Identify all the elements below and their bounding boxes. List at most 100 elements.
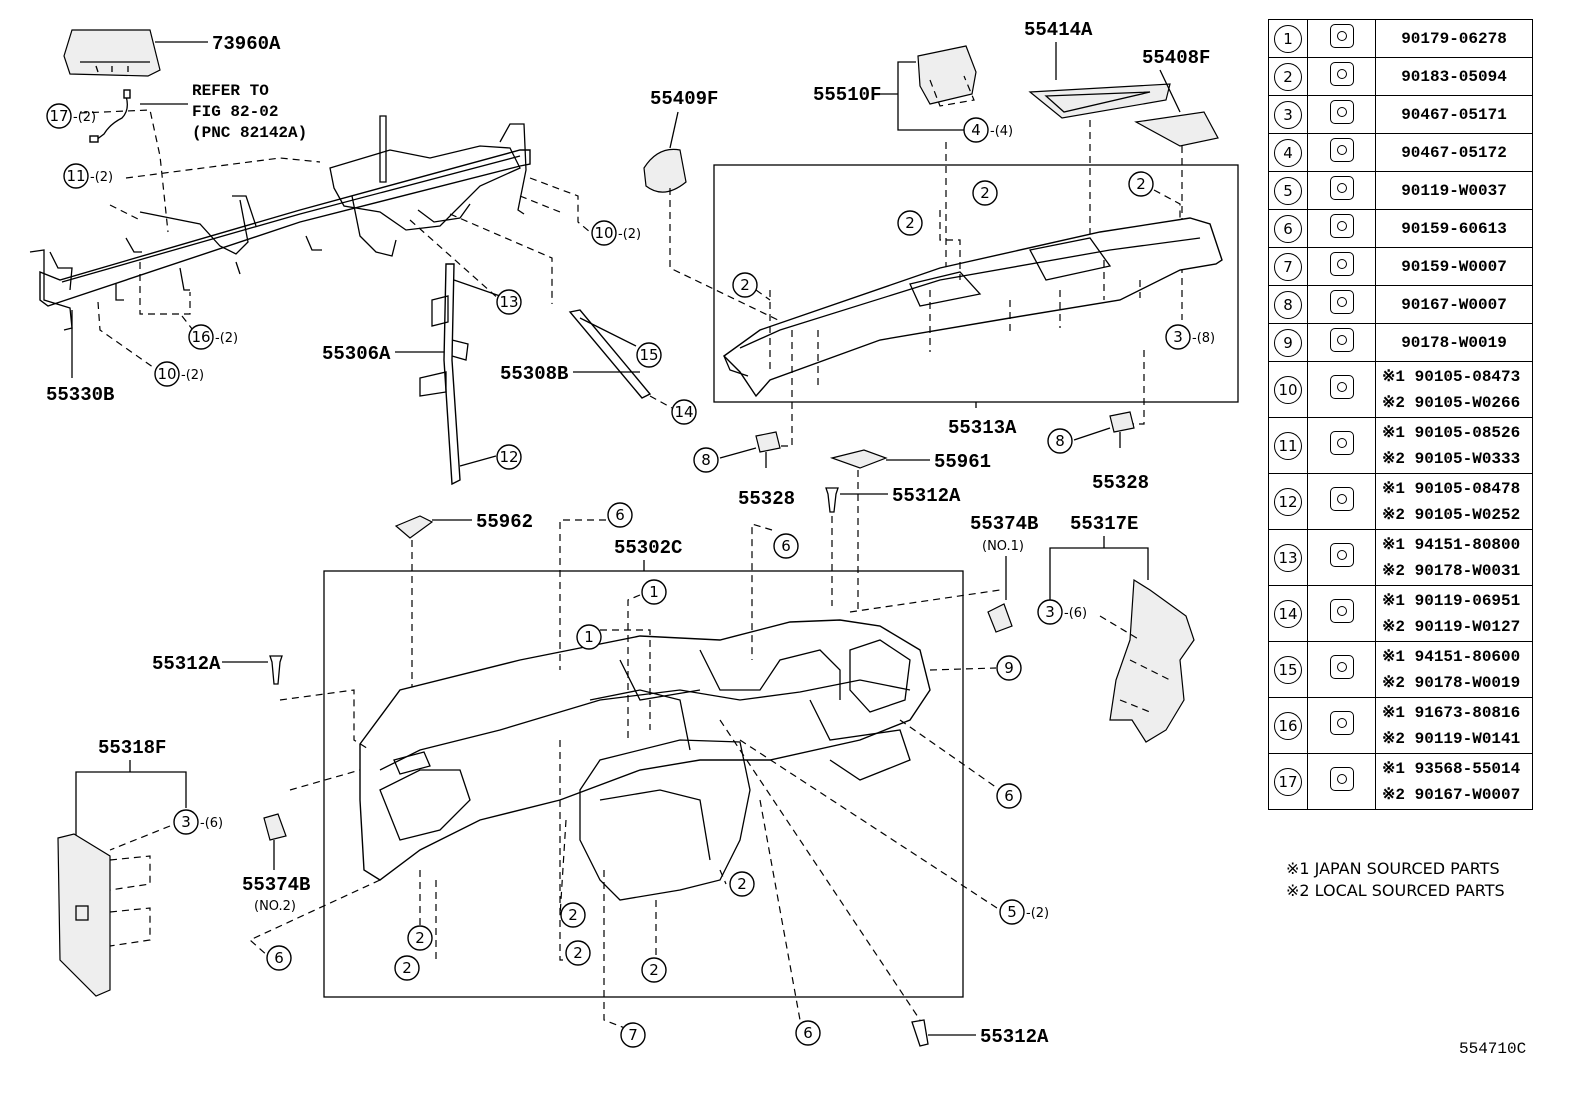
legend-row: 12※1 90105-08478※2 90105-W0252 [1268, 473, 1533, 530]
svg-text:2: 2 [573, 944, 583, 962]
svg-text:3: 3 [1173, 328, 1183, 346]
part-55374B-no1 [987, 603, 1013, 633]
legend-part-number: ※2 90119-W0141 [1382, 729, 1521, 748]
callout-55317E: 55317E [1070, 513, 1138, 535]
part-55328-left [755, 431, 781, 453]
notes: ※1 JAPAN SOURCED PARTS ※2 LOCAL SOURCED … [1286, 858, 1505, 902]
svg-text:3: 3 [181, 813, 191, 831]
legend-part-number: ※1 90105-08526 [1382, 423, 1521, 442]
part-55318F [57, 833, 111, 997]
svg-text:10: 10 [157, 365, 176, 383]
clip-icon [1329, 138, 1354, 162]
legend-part-number: ※1 94151-80600 [1382, 647, 1521, 666]
ref-8-left: 8 [693, 447, 719, 473]
ref-6-d: 6 [266, 945, 292, 971]
ref-10-upper: 10 -(2) [591, 220, 641, 246]
legend-ref-number: 9 [1274, 328, 1302, 357]
part-55374B-no2 [263, 813, 287, 841]
legend-row: 16※1 91673-80816※2 90119-W0141 [1268, 697, 1533, 754]
ref-2-ip-4: 2 [565, 940, 591, 966]
legend-part-number: ※1 93568-55014 [1382, 759, 1521, 778]
diagram-code: 554710C [1459, 1040, 1527, 1058]
legend-part-number: 90119-W0037 [1401, 181, 1507, 200]
legend-ref-number: 11 [1274, 431, 1302, 460]
legend-part-number: 90159-W0007 [1401, 257, 1507, 276]
callout-55961: 55961 [934, 451, 991, 473]
svg-text:12: 12 [499, 448, 518, 466]
legend-part-number: 90467-05171 [1401, 105, 1507, 124]
fastener-55312A-top [825, 487, 839, 513]
callout-55308B: 55308B [500, 363, 568, 385]
callout-73960A: 73960A [212, 33, 281, 55]
part-55961 [829, 449, 888, 469]
ref-6-e: 6 [795, 1020, 821, 1046]
screw-icon [1329, 290, 1354, 314]
svg-text:2: 2 [737, 875, 747, 893]
legend-part-number: 90178-W0019 [1401, 333, 1507, 352]
ref-3-side-right: 3 -(6) [1037, 599, 1087, 625]
legend-ref-number: 7 [1274, 252, 1302, 281]
svg-text:15: 15 [639, 346, 658, 364]
ref-11: 11 -(2) [63, 163, 113, 189]
bolt-icon [1329, 375, 1354, 399]
screw-icon [1329, 214, 1354, 238]
legend-part-number: 90167-W0007 [1401, 295, 1507, 314]
svg-text:4: 4 [971, 121, 981, 139]
legend-part-number: 90179-06278 [1401, 29, 1507, 48]
svg-text:-(2): -(2) [181, 368, 204, 383]
ref-8-right: 8 [1047, 428, 1073, 454]
legend-part-number: ※2 90105-W0266 [1382, 393, 1521, 412]
callout-55962: 55962 [476, 511, 533, 533]
clip-icon [1329, 100, 1354, 124]
bolt-icon [1329, 431, 1354, 455]
ref-7: 7 [620, 1022, 646, 1048]
legend-ref-number: 4 [1274, 138, 1302, 167]
ref-16: 16 -(2) [188, 324, 238, 350]
instrument-panel-reinforcement [29, 115, 531, 331]
part-55328-right [1109, 411, 1135, 433]
svg-text:-(6): -(6) [200, 816, 223, 831]
fastener-55312A-left [269, 655, 283, 685]
callout-55409F: 55409F [650, 88, 718, 110]
screw-icon [1329, 252, 1354, 276]
legend-part-number: ※1 91673-80816 [1382, 703, 1521, 722]
legend-row: 10※1 90105-08473※2 90105-W0266 [1268, 361, 1533, 418]
legend-part-number: ※2 90119-W0127 [1382, 617, 1521, 636]
callout-55510F: 55510F [813, 84, 881, 106]
legend-row: 7 90159-W0007 [1268, 247, 1533, 286]
ref-2-ip-1: 2 [729, 871, 755, 897]
part-55962 [394, 515, 434, 539]
ref-17: 17 -(2) [46, 103, 96, 129]
callout-55312A-bottom: 55312A [980, 1026, 1049, 1048]
svg-text:-(2): -(2) [618, 227, 641, 242]
clip-nut-icon [1329, 24, 1354, 48]
callout-55306A: 55306A [322, 343, 391, 365]
legend-ref-number: 8 [1274, 290, 1302, 319]
svg-text:-(2): -(2) [90, 170, 113, 185]
svg-text:7: 7 [628, 1026, 638, 1044]
ref-6-a: 6 [607, 502, 633, 528]
legend-ref-number: 10 [1274, 375, 1302, 404]
svg-text:2: 2 [568, 906, 578, 924]
bolt-icon [1329, 711, 1354, 735]
legend-ref-number: 2 [1274, 62, 1302, 91]
callout-55328-left: 55328 [738, 488, 795, 510]
svg-text:1: 1 [649, 583, 659, 601]
svg-text:5: 5 [1007, 903, 1017, 921]
svg-text:8: 8 [1055, 432, 1065, 450]
bolt-icon [1329, 487, 1354, 511]
svg-text:2: 2 [1136, 175, 1146, 193]
ref-6-b: 6 [773, 533, 799, 559]
ref-3-side-left: 3 -(6) [173, 809, 223, 835]
svg-text:17: 17 [49, 107, 68, 125]
ref-2-ip-6: 2 [394, 955, 420, 981]
legend-part-number: ※1 94151-80800 [1382, 535, 1521, 554]
svg-text:-(6): -(6) [1064, 606, 1087, 621]
fastener-55312A-bottom [911, 1019, 929, 1047]
legend-row: 13※1 94151-80800※2 90178-W0031 [1268, 529, 1533, 586]
note-japan: ※1 JAPAN SOURCED PARTS [1286, 859, 1500, 878]
airbag-assembly [63, 29, 208, 143]
